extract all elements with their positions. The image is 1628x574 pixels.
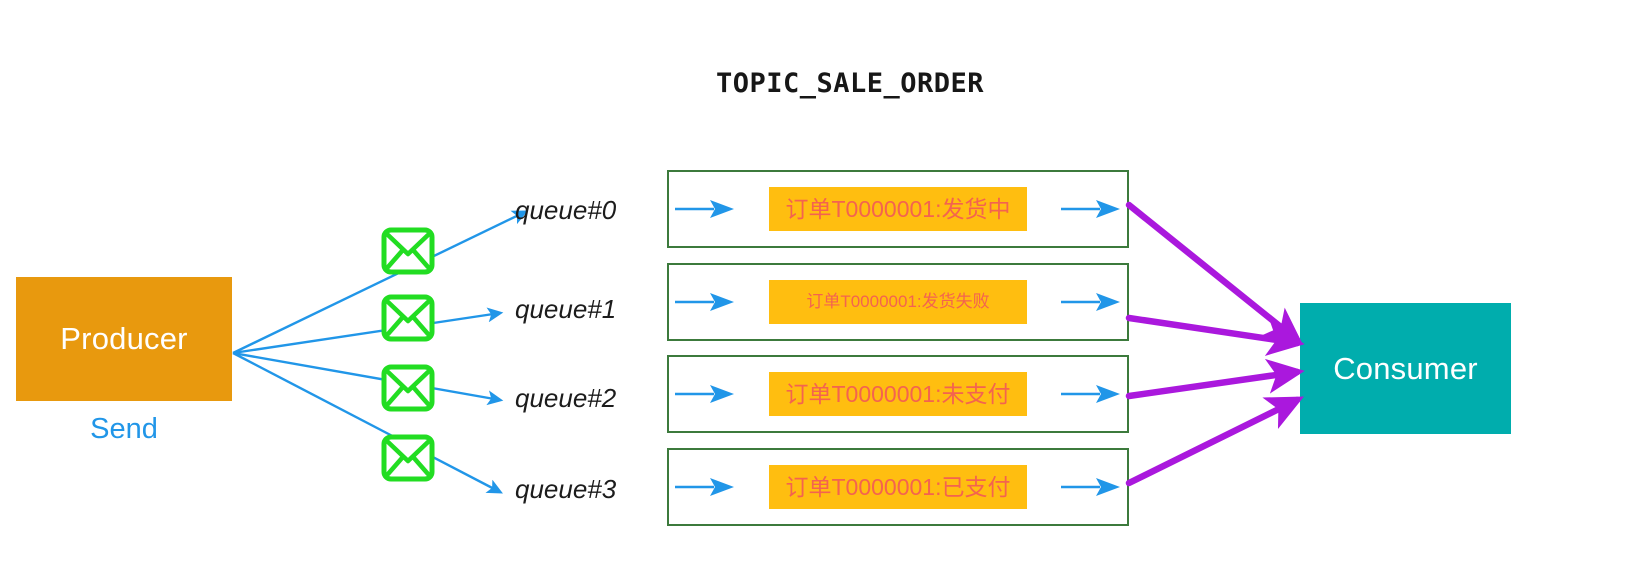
queue-box-1[interactable]: 订单T0000001:发货失败: [667, 263, 1129, 341]
queue-box-2[interactable]: 订单T0000001:未支付: [667, 355, 1129, 433]
queue-box-3[interactable]: 订单T0000001:已支付: [667, 448, 1129, 526]
blue-arrow-icon: [1055, 291, 1127, 313]
blue-arrow-icon: [669, 383, 741, 405]
message-chip-0: 订单T0000001:发货中: [769, 187, 1027, 231]
envelope-icon: [381, 434, 435, 482]
producer-label: Producer: [60, 321, 188, 356]
envelope-icon: [381, 227, 435, 275]
queue-label-2: queue#2: [515, 383, 617, 413]
queue-label-1: queue#1: [515, 294, 617, 324]
blue-arrow-icon: [669, 291, 741, 313]
queue-label-3: queue#3: [515, 474, 617, 504]
consumer-box[interactable]: Consumer: [1300, 303, 1511, 434]
message-chip-3: 订单T0000001:已支付: [769, 465, 1027, 509]
producer-box[interactable]: Producer: [16, 277, 232, 401]
blue-arrow-icon: [669, 476, 741, 498]
message-chip-1: 订单T0000001:发货失败: [769, 280, 1027, 324]
consumer-label: Consumer: [1333, 350, 1478, 386]
queue-label-0: queue#0: [515, 195, 617, 225]
queue-box-0[interactable]: 订单T0000001:发货中: [667, 170, 1129, 248]
blue-arrow-icon: [1055, 383, 1127, 405]
message-chip-2: 订单T0000001:未支付: [769, 372, 1027, 416]
blue-arrow-icon: [1055, 198, 1127, 220]
blue-arrow-icon: [669, 198, 741, 220]
envelope-icon: [381, 294, 435, 342]
send-label: Send: [90, 413, 158, 445]
envelope-icon: [381, 364, 435, 412]
blue-arrow-icon: [1055, 476, 1127, 498]
page-title: TOPIC_SALE_ORDER: [715, 68, 985, 99]
